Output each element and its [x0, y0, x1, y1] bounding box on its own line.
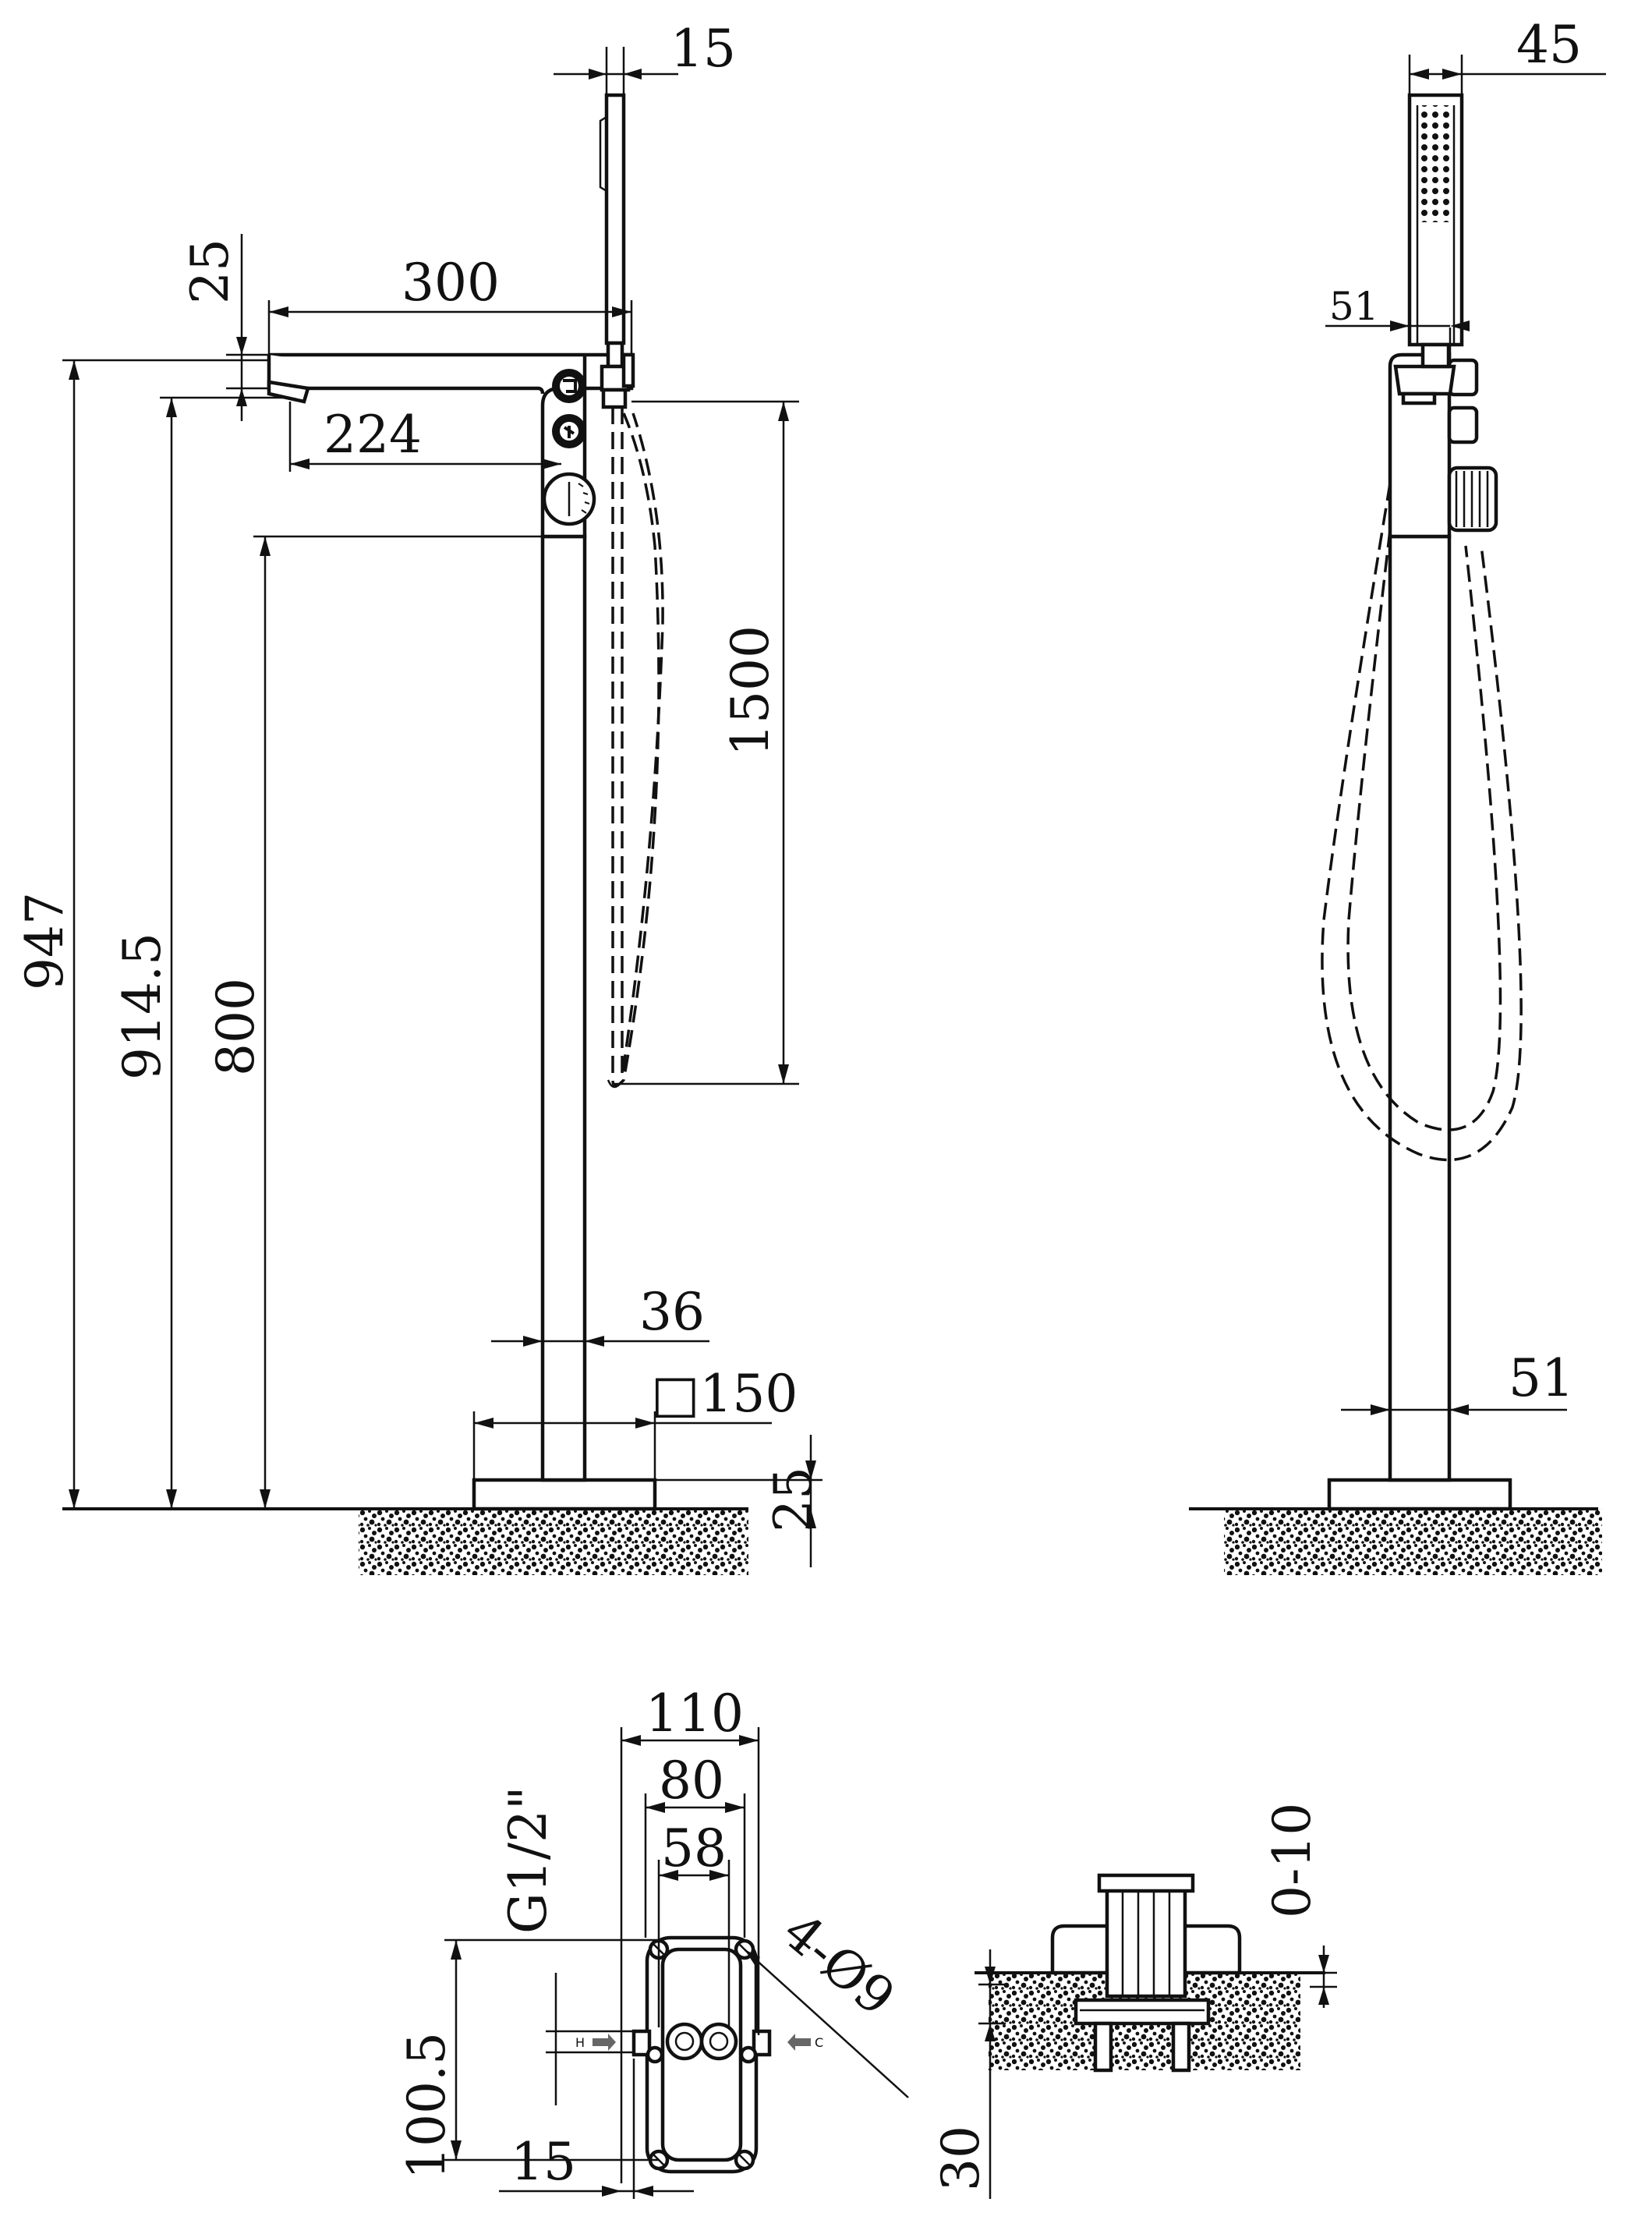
dim-width-mid: 80	[659, 1751, 724, 1811]
column-side	[1388, 534, 1452, 1482]
side-view: 45 51 51	[1189, 15, 1606, 1575]
dim-spout-outlet-height: 914.5	[112, 933, 172, 1080]
floor-side	[1224, 1509, 1602, 1575]
dim-column-width: 36	[639, 1282, 705, 1342]
dim-width-outer: 110	[646, 1684, 744, 1744]
inlet-hole-icon	[665, 2022, 704, 2061]
dim-handshower-width: 15	[670, 19, 736, 79]
install-detail: 0-10 30	[931, 1803, 1337, 2199]
base-plan: H C 110 80 58 G1/2"	[397, 1684, 909, 2199]
spout-outlet	[267, 380, 310, 404]
dim-spout-height: 25	[180, 239, 240, 304]
label-cold: C	[815, 2035, 823, 2050]
base-plate-front	[472, 1478, 657, 1511]
base-plate-side	[1327, 1478, 1512, 1511]
dim-handshower-head: 45	[1516, 15, 1582, 75]
column-front	[540, 534, 587, 1482]
dim-base-thickness: 25	[763, 1467, 823, 1532]
dim-thread: G1/2"	[498, 1786, 558, 1934]
dim-handshower-offset: 51	[1329, 284, 1379, 329]
dim-adjust: 0-10	[1262, 1803, 1322, 1918]
hose-front	[611, 407, 660, 1088]
hand-shower-front	[604, 93, 626, 345]
hose-side	[1321, 483, 1523, 1162]
dim-column-width-side: 51	[1509, 1348, 1574, 1408]
hot-arrow-icon	[593, 2034, 616, 2051]
cold-arrow-icon	[787, 2034, 811, 2051]
front-view: 15 300 25 224 1500 947	[15, 19, 823, 1575]
dim-spout-reach: 224	[324, 405, 422, 465]
dim-offset: 15	[511, 2132, 576, 2192]
dim-body-height: 800	[206, 978, 266, 1076]
dim-holes: 4-Ø9	[772, 1901, 906, 2027]
label-hot: H	[575, 2035, 585, 2050]
dim-width-inner: 58	[661, 1818, 727, 1878]
floor-front	[359, 1509, 748, 1575]
dim-base-size: □150	[651, 1364, 798, 1424]
dim-spout-length: 300	[402, 253, 500, 313]
dim-total-height: 947	[15, 892, 75, 990]
dim-hole-spacing: 100.5	[397, 2032, 457, 2179]
dim-hose-length: 1500	[720, 625, 780, 756]
dim-depth: 30	[931, 2126, 991, 2191]
